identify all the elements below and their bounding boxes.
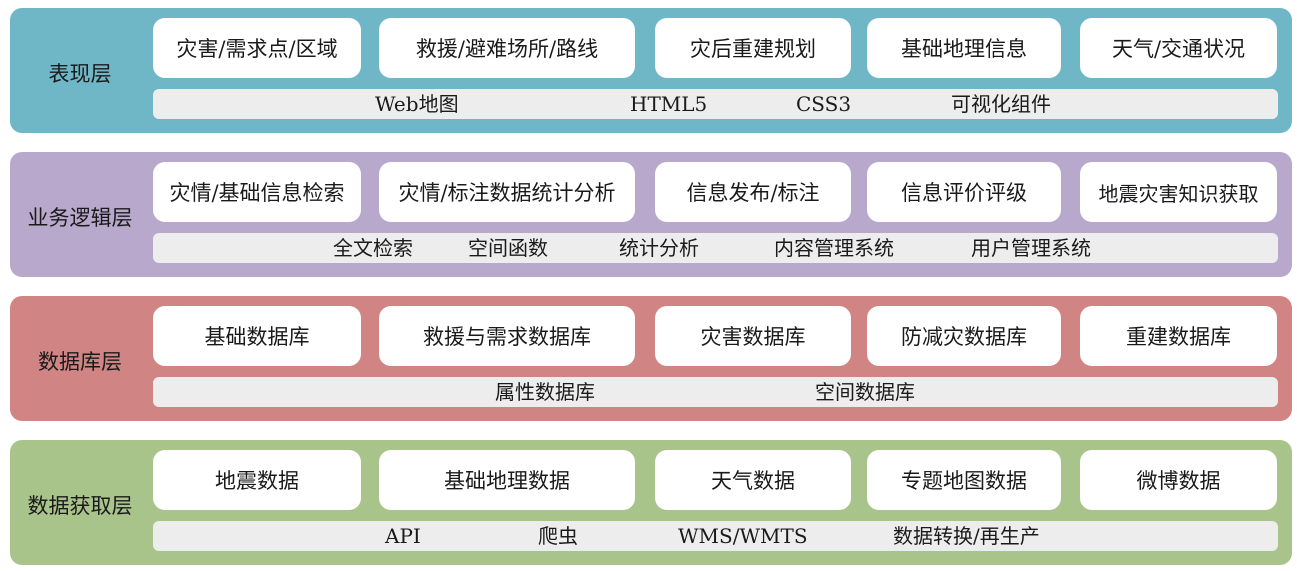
presentation-layer: 表现层 灾害/需求点/区域 救援/避难场所/路线 灾后重建规划 基础地理信息 天… [10, 8, 1292, 133]
layer-box: 信息评价评级 [867, 162, 1061, 222]
layer-box: 救援/避难场所/路线 [379, 18, 635, 78]
tech-bar: 全文检索 空间函数 统计分析 内容管理系统 用户管理系统 [153, 233, 1278, 263]
bar-item: 空间函数 [468, 236, 548, 260]
bar-item: 内容管理系统 [774, 236, 894, 260]
bar-item: 用户管理系统 [971, 236, 1091, 260]
layer-box: 灾情/基础信息检索 [153, 162, 361, 222]
data-acquisition-layer: 数据获取层 地震数据 基础地理数据 天气数据 专题地图数据 微博数据 API 爬… [10, 440, 1292, 565]
business-logic-layer: 业务逻辑层 灾情/基础信息检索 灾情/标注数据统计分析 信息发布/标注 信息评价… [10, 152, 1292, 277]
bar-item: 全文检索 [333, 236, 413, 260]
bar-item: API [385, 524, 421, 548]
layer-box: 救援与需求数据库 [379, 306, 635, 366]
bar-item: 爬虫 [538, 524, 578, 548]
layer-box: 天气/交通状况 [1080, 18, 1277, 78]
bar-item: 可视化组件 [951, 92, 1051, 116]
bar-item: 统计分析 [619, 236, 699, 260]
layer-box: 重建数据库 [1080, 306, 1277, 366]
bar-item: HTML5 [630, 92, 708, 116]
bar-item: 数据转换/再生产 [893, 524, 1040, 548]
database-layer: 数据库层 基础数据库 救援与需求数据库 灾害数据库 防减灾数据库 重建数据库 属… [10, 296, 1292, 421]
bar-item: Web地图 [375, 92, 459, 116]
bar-item: 属性数据库 [495, 380, 595, 404]
tech-bar: 属性数据库 空间数据库 [153, 377, 1278, 407]
layer-box: 基础地理数据 [379, 450, 635, 510]
tech-bar: Web地图 HTML5 CSS3 可视化组件 [153, 89, 1278, 119]
layer-box: 基础地理信息 [867, 18, 1061, 78]
layer-title: 业务逻辑层 [27, 206, 133, 230]
layer-box: 基础数据库 [153, 306, 361, 366]
layer-box: 微博数据 [1080, 450, 1277, 510]
layer-box: 天气数据 [655, 450, 851, 510]
layer-box: 灾情/标注数据统计分析 [379, 162, 635, 222]
layer-box: 地震灾害知识获取 [1080, 162, 1277, 222]
layer-box: 灾害数据库 [655, 306, 851, 366]
layer-title: 数据获取层 [27, 494, 133, 518]
layer-box: 防减灾数据库 [867, 306, 1061, 366]
layer-title: 表现层 [48, 62, 112, 86]
layer-box: 专题地图数据 [867, 450, 1061, 510]
layer-box: 灾后重建规划 [655, 18, 851, 78]
bar-item: WMS/WMTS [678, 524, 808, 548]
layer-box: 地震数据 [153, 450, 361, 510]
bar-item: 空间数据库 [815, 380, 915, 404]
layer-box: 信息发布/标注 [655, 162, 851, 222]
tech-bar: API 爬虫 WMS/WMTS 数据转换/再生产 [153, 521, 1278, 551]
bar-item: CSS3 [796, 92, 852, 116]
layer-title: 数据库层 [38, 350, 122, 374]
layer-box: 灾害/需求点/区域 [153, 18, 361, 78]
